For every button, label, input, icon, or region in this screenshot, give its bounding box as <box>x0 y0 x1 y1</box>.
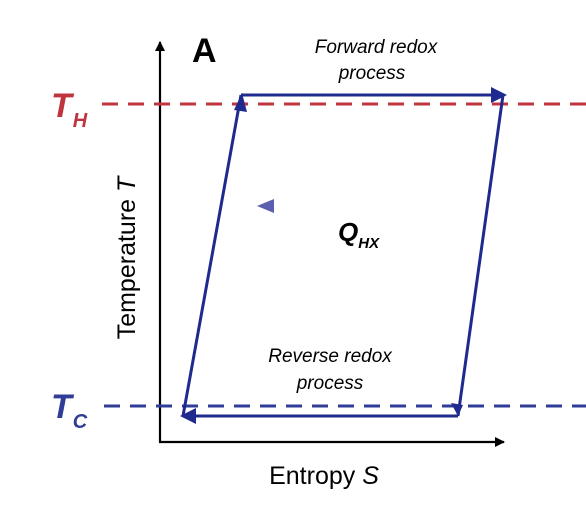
heat-exchange-arrowhead <box>257 199 274 213</box>
q-subscript: HX <box>358 235 380 252</box>
y-axis-label-text: Temperature <box>113 199 141 339</box>
y-axis-label: Temperature T <box>113 175 141 339</box>
x-axis-symbol: S <box>362 462 379 490</box>
cycle-arrowheads <box>180 87 507 424</box>
panel-label: A <box>192 32 217 70</box>
arrowhead-right-down <box>451 403 463 416</box>
thermodynamic-cycle <box>181 93 505 418</box>
q-symbol: Q <box>338 217 358 247</box>
x-axis-label: Entropy S <box>269 462 379 490</box>
forward-process-line1: Forward redox <box>315 37 439 58</box>
cycle-left-edge <box>181 94 243 417</box>
x-axis-label-text: Entropy <box>269 462 356 490</box>
heat-exchange-arrow <box>257 199 446 213</box>
reverse-process-line2: process <box>296 373 364 394</box>
reverse-process-line1: Reverse redox <box>268 346 393 367</box>
arrowhead-bottom-left <box>180 408 196 424</box>
arrowhead-top-right <box>491 87 507 103</box>
arrowhead-left-up <box>234 93 247 112</box>
tc-label: TC <box>51 388 88 433</box>
y-axis-symbol: T <box>113 175 141 192</box>
q-hx-label: QHX <box>338 217 380 252</box>
axes <box>155 41 505 447</box>
th-subscript: H <box>73 110 88 132</box>
th-symbol: T <box>51 87 75 125</box>
th-label: TH <box>51 87 88 132</box>
tc-symbol: T <box>51 388 75 426</box>
cycle-right-edge <box>456 94 505 417</box>
forward-process-line2: process <box>338 63 406 84</box>
tc-subscript: C <box>73 411 88 433</box>
